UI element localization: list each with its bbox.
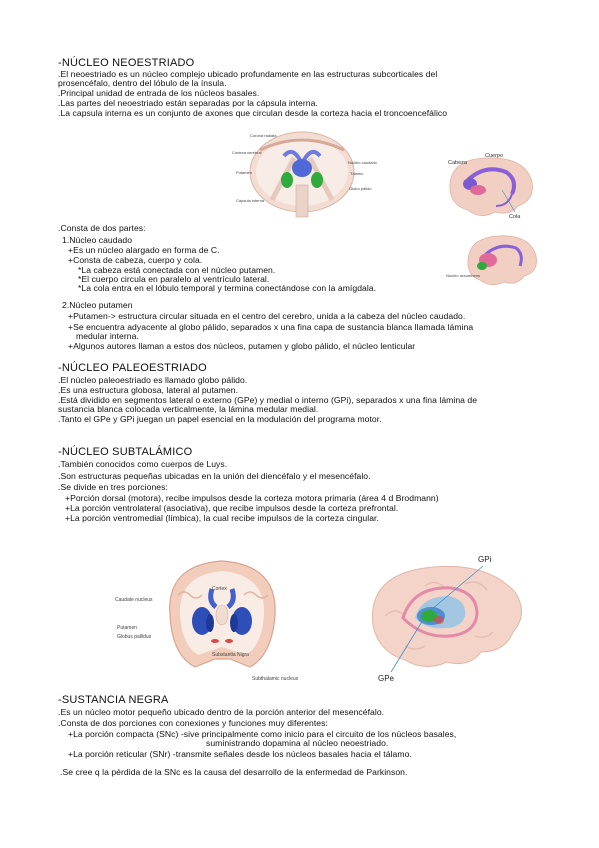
accumbens-figure (462, 230, 542, 290)
figure-label: Núcleo caudado (348, 160, 377, 165)
text-line: +Consta de cabeza, cuerpo y cola. (68, 255, 203, 265)
globus-pallidus-figure (365, 556, 530, 676)
text-line: +Algunos autores llaman a estos dos núcl… (68, 341, 416, 351)
text-line: suministrando dopamina al núcleo neoestr… (206, 738, 389, 748)
subsection-title: 2.Núcleo putamen (62, 300, 133, 310)
text-line: .Tanto el GPe y GPi juegan un papel esen… (58, 414, 382, 424)
figure-label: Putamen (117, 625, 138, 631)
figure-label: Cola (509, 214, 521, 220)
section-title-neoestriado: -NÚCLEO NEOESTRIADO (58, 57, 195, 69)
text-line: .El neoestriado es un núcleo complejo ub… (58, 69, 438, 79)
text-line: .Consta de dos partes: (58, 223, 146, 233)
figure-label: Caudate nucleus (115, 597, 153, 603)
figure-label: Corona radiata (250, 133, 277, 138)
text-line: .También conocidos como cuerpos de Luys. (58, 459, 228, 469)
text-line: *El cuerpo circula en paralelo al ventrí… (78, 274, 270, 284)
text-line: *La cabeza está conectada con el núcleo … (78, 265, 276, 275)
coronal-section-figure (232, 130, 372, 220)
figure-label: GPe (378, 674, 395, 683)
text-line: +Porción dorsal (motora), recibe impulso… (65, 493, 439, 503)
basal-ganglia-coronal-figure (160, 555, 285, 675)
text-line: .La capsula interna es un conjunto de ax… (58, 108, 448, 118)
text-line: sustancia blanca colocada verticalmente,… (58, 404, 319, 414)
figure-label: Cápsula interna (236, 198, 265, 203)
figure-label: GPi (478, 555, 492, 564)
figure-label: Núcleo accumbens (446, 273, 481, 278)
text-line: +La porción compacta (SNc) -sive princip… (68, 729, 457, 739)
text-line: +Se encuentra adyacente al globo pálido,… (68, 322, 474, 332)
text-line: +Es un núcleo alargado en forma de C. (68, 245, 220, 255)
figure-label: Corteza cerebral (232, 150, 262, 155)
text-line: prosencéfalo, dentro del lóbulo de la ín… (58, 78, 227, 88)
caudate-parts-figure (440, 150, 540, 222)
text-line: .El núcleo paleoestriado es llamado glob… (58, 375, 248, 385)
text-line: .Es una estructura globosa, lateral al p… (58, 385, 239, 395)
text-line: .Las partes del neoestriado están separa… (58, 98, 318, 108)
text-line: +La porción reticular (SNr) -transmite s… (68, 749, 412, 759)
text-line: .Consta de dos porciones con conexiones … (58, 718, 328, 728)
text-line: .Principal unidad de entrada de los núcl… (58, 88, 260, 98)
text-line: .Se cree q la pérdida de la SNc es la ca… (60, 767, 408, 777)
figure-label: Substantia Nigra (212, 652, 249, 658)
figure-label: Cortex (212, 586, 227, 592)
text-line: .Es un núcleo motor pequeño ubicado dent… (58, 707, 385, 717)
text-line: medular interna. (76, 331, 139, 341)
text-line: .Se divide en tres porciones: (58, 482, 168, 492)
section-title-subtalamico: -NÚCLEO SUBTALÁMICO (58, 446, 193, 458)
figure-label: Cuerpo (485, 153, 504, 159)
section-title-paleoestriado: -NÚCLEO PALEOESTRIADO (58, 362, 207, 374)
text-line: .Son estructuras pequeñas ubicadas en la… (58, 471, 371, 481)
text-line: *La cola entra en el lóbulo temporal y t… (78, 283, 377, 293)
subsection-title: 1.Núcleo caudado (62, 235, 133, 245)
text-line: +La porción ventrolateral (asociativa), … (65, 503, 399, 513)
figure-label: Putamen (236, 170, 253, 175)
figure-label: Globo pálido (349, 186, 372, 191)
text-line: .Está dividido en segmentos lateral o ex… (58, 395, 478, 405)
figure-label: Subthalamic nucleus (252, 676, 299, 682)
figure-label: Globus pallidus (117, 634, 152, 640)
text-line: +La porción ventromedial (límbica), la c… (65, 513, 379, 523)
text-line: +Putamen-> estructura circular situada e… (68, 311, 466, 321)
section-title-sustancia-negra: -SUSTANCIA NEGRA (58, 694, 169, 706)
figure-label: Cabeza (448, 160, 467, 166)
figure-label: Tálamo (350, 171, 364, 176)
